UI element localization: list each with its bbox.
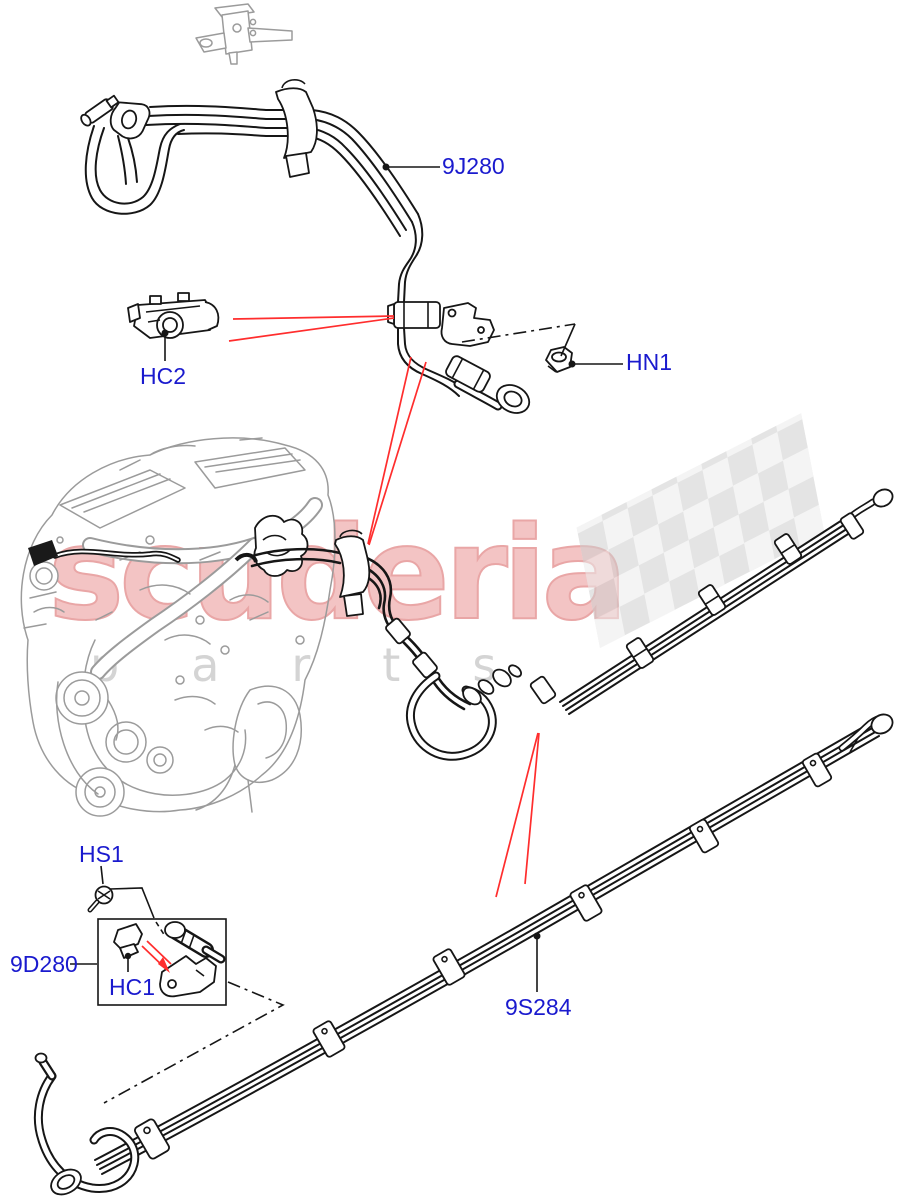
part-label-hc1[interactable]: HC1 bbox=[109, 974, 156, 1000]
rear-fuel-pipe-9s284 bbox=[33, 713, 894, 1196]
nut-hn1 bbox=[545, 346, 573, 373]
pump-part bbox=[164, 921, 226, 964]
clip-part-hc2 bbox=[127, 292, 220, 339]
part-label-9j280[interactable]: 9J280 bbox=[442, 153, 505, 179]
red-leader-lines bbox=[141, 315, 540, 973]
upper-rear-pipe-run bbox=[559, 488, 894, 715]
part-label-hn1[interactable]: HN1 bbox=[626, 349, 673, 375]
part-label-hc2[interactable]: HC2 bbox=[140, 363, 187, 389]
part-label-9s284[interactable]: 9S284 bbox=[505, 994, 572, 1020]
checkered-flag-watermark bbox=[576, 413, 825, 648]
black-leader-lines bbox=[70, 163, 623, 1104]
bracket-reference-part bbox=[195, 3, 293, 65]
pump-box-9d280 bbox=[97, 918, 227, 1006]
clip-part-hc1 bbox=[113, 923, 143, 959]
engine-fuel-pipe-assembly bbox=[250, 529, 557, 761]
front-fuel-pipe-9j280 bbox=[80, 79, 531, 414]
engine-illustration bbox=[20, 437, 336, 817]
part-label-hs1[interactable]: HS1 bbox=[79, 841, 124, 867]
screw-hs1 bbox=[87, 885, 114, 913]
part-label-9d280[interactable]: 9D280 bbox=[10, 951, 78, 977]
